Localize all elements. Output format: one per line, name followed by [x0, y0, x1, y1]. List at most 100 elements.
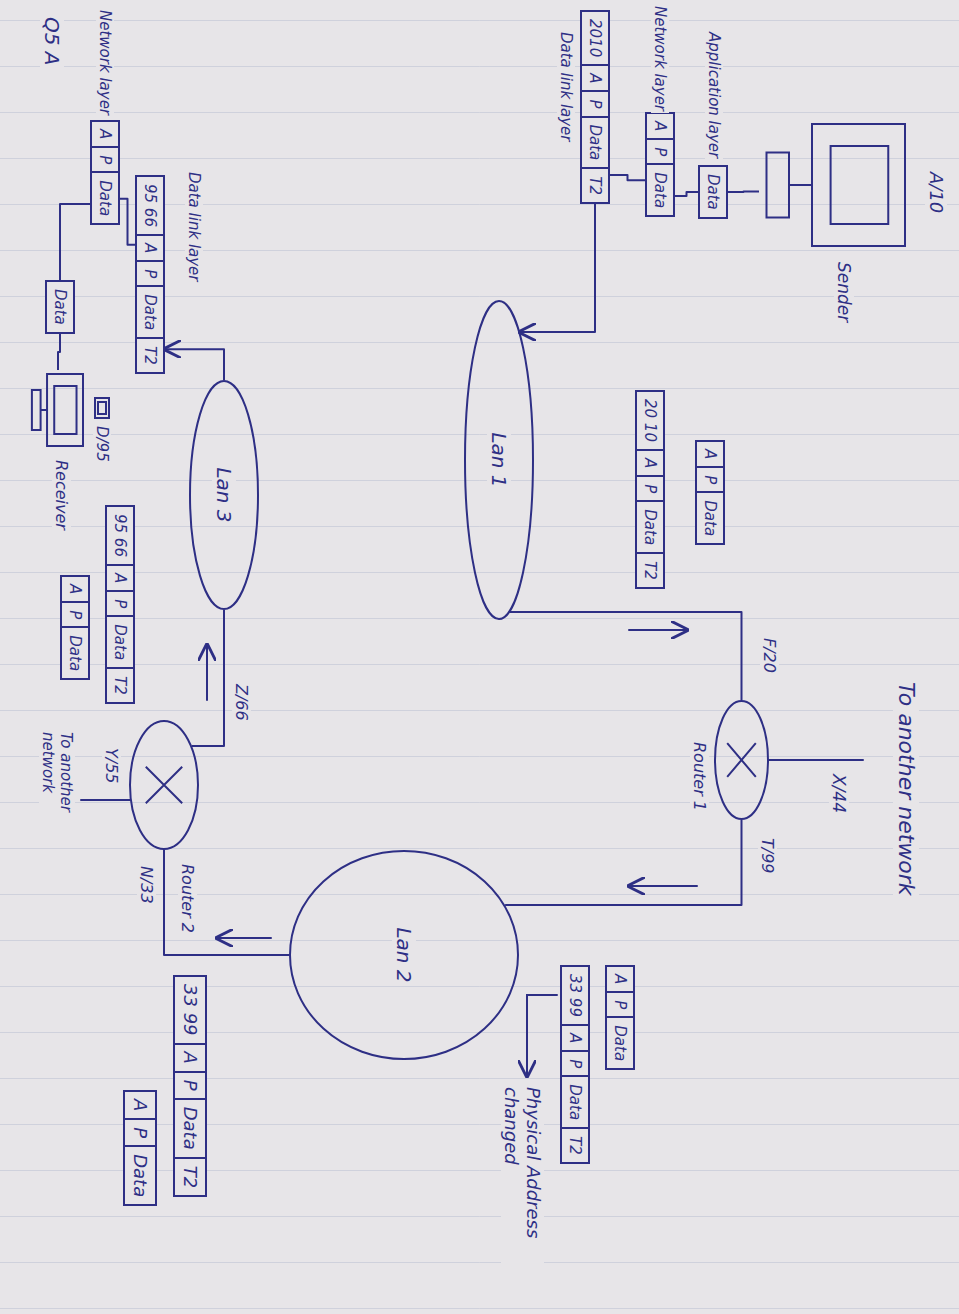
- frame-field: A: [582, 64, 608, 90]
- frame-field: A: [607, 967, 633, 991]
- frame-field: A: [137, 234, 163, 260]
- direction-arrow: [217, 937, 271, 939]
- computer-node: Receiver: [29, 370, 87, 450]
- frame-field: A: [637, 449, 663, 475]
- layer-name: Network layer: [96, 8, 114, 117]
- direction-arrow: [206, 645, 208, 700]
- computer-name: Receiver: [52, 458, 71, 532]
- computer-icon: [759, 120, 909, 250]
- frame-field: Data: [137, 285, 163, 337]
- packet-frame: 33 99APDataT2: [560, 965, 590, 1164]
- direction-arrow: [629, 885, 697, 887]
- frame-field: Data: [637, 500, 663, 552]
- packet-frame: Data: [698, 165, 728, 219]
- question-number: Q5 A: [40, 15, 64, 68]
- frame-field: A: [175, 1043, 205, 1071]
- frame-field: 95 66: [137, 177, 163, 234]
- connector-line: [192, 610, 224, 746]
- frame-field: P: [92, 146, 118, 171]
- frame-field: 2010: [582, 12, 608, 64]
- connector-line: [675, 192, 698, 196]
- connector-line: [165, 349, 224, 380]
- router-outline: [714, 700, 769, 820]
- small-monitor-screen: [98, 402, 106, 414]
- computer-name: Sender: [834, 260, 854, 324]
- monitor-base: [767, 153, 790, 218]
- packet-frame: APData: [123, 1090, 157, 1206]
- lan-ellipse: Lan 3: [189, 380, 259, 610]
- lan-name: Lan 2: [392, 924, 416, 985]
- connector-line: [120, 199, 135, 245]
- uplink-wire: [769, 759, 863, 761]
- lan-ellipse: Lan 1: [464, 300, 534, 620]
- frame-field: A: [107, 564, 133, 590]
- port-label: N/33: [137, 864, 156, 906]
- packet-frame: APData: [645, 112, 675, 217]
- frame-field: A: [62, 577, 88, 601]
- layer-name: Data link layer: [185, 170, 203, 284]
- frame-field: P: [125, 1118, 155, 1145]
- address-label: D/95: [93, 424, 111, 464]
- frame-field: T2: [637, 552, 663, 587]
- monitor-stand: [789, 184, 812, 186]
- packet-frame: APData: [605, 965, 635, 1070]
- annotation-note: Physical Address changed: [501, 1085, 544, 1289]
- connector-line: [520, 204, 595, 332]
- connector-line: [164, 850, 289, 955]
- frame-field: P: [607, 991, 633, 1016]
- frame-field: Data: [92, 171, 118, 223]
- connector-line: [60, 204, 90, 280]
- monitor-frame: [812, 124, 905, 246]
- packet-frame: Data: [45, 280, 75, 334]
- monitor-screen: [54, 386, 76, 434]
- frame-field: A: [647, 114, 673, 138]
- frame-field: Data: [125, 1145, 155, 1204]
- frame-field: Data: [47, 282, 73, 332]
- network-note: To another network: [39, 730, 75, 844]
- port-label: F/20: [760, 636, 779, 675]
- connector-line: [728, 191, 759, 194]
- lan-outline: [290, 851, 518, 1059]
- uplink-wire: [81, 799, 130, 801]
- port-label: Y/55: [102, 746, 121, 786]
- packet-frame: APData: [60, 575, 90, 680]
- port-label: T/99: [758, 836, 777, 876]
- frame-field: Data: [107, 615, 133, 667]
- router-symbol: [727, 743, 756, 777]
- frame-field: P: [647, 138, 673, 163]
- router-outline: [715, 701, 768, 819]
- packet-frame: APData: [695, 440, 725, 545]
- lan-outline: [190, 381, 258, 609]
- direction-arrow: [629, 629, 687, 631]
- small-monitor-icon: [95, 398, 109, 418]
- frame-field: P: [137, 260, 163, 285]
- frame-field: P: [562, 1050, 588, 1075]
- lan-ellipse: Lan 2: [289, 850, 519, 1060]
- monitor-screen: [831, 146, 889, 224]
- layer-name: Network layer: [651, 4, 669, 113]
- frame-field: T2: [107, 667, 133, 702]
- frame-field: P: [637, 475, 663, 500]
- frame-field: P: [62, 601, 88, 626]
- router-node: Router 1: [714, 700, 769, 820]
- computer-node: Sender: [759, 120, 909, 250]
- router-symbol: [146, 767, 182, 803]
- port-label: X/44: [829, 772, 849, 815]
- packet-frame: APData: [90, 120, 120, 225]
- frame-field: Data: [700, 167, 726, 217]
- frame-field: T2: [562, 1127, 588, 1162]
- frame-field: T2: [175, 1157, 205, 1195]
- connector-line: [610, 175, 645, 180]
- frame-field: Data: [582, 116, 608, 168]
- router-node: Router 2: [129, 720, 199, 850]
- frame-field: Data: [607, 1016, 633, 1068]
- frame-field: P: [697, 466, 723, 491]
- router-outline: [130, 721, 198, 849]
- frame-field: Data: [175, 1098, 205, 1157]
- layer-name: Data link layer: [557, 30, 575, 144]
- frame-field: A: [697, 442, 723, 466]
- frame-field: T2: [137, 337, 163, 372]
- packet-frame: 33 99APDataT2: [173, 975, 207, 1197]
- frame-field: Data: [697, 491, 723, 543]
